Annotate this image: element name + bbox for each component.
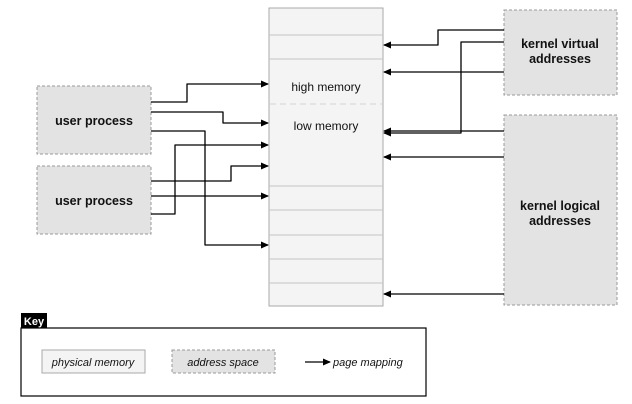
key-address-space-label: address space bbox=[187, 357, 259, 369]
key-title: Key bbox=[24, 316, 45, 328]
low-memory-label: low memory bbox=[294, 119, 359, 133]
user-process-1: user process bbox=[36, 85, 152, 155]
mapping-arrow bbox=[151, 130, 269, 249]
user-process-2-label: user process bbox=[55, 194, 133, 208]
mapping-arrow bbox=[383, 29, 504, 49]
mapping-arrow bbox=[151, 111, 269, 127]
mapping-arrow bbox=[383, 41, 504, 137]
key-address-space-swatch bbox=[171, 349, 276, 374]
user-process-1-label: user process bbox=[55, 114, 133, 128]
kernel-logical-label-line2: addresses bbox=[529, 214, 591, 228]
kernel-logical-label-line1: kernel logical bbox=[520, 199, 600, 213]
kernel-virtual-label-line2: addresses bbox=[529, 52, 591, 66]
key-page-mapping-label: page mapping bbox=[332, 357, 404, 369]
kernel-virtual-label-line1: kernel virtual bbox=[521, 37, 599, 51]
user-process-2: user process bbox=[36, 165, 152, 235]
physical-memory-column: high memory low memory bbox=[268, 7, 384, 307]
mapping-arrow bbox=[151, 162, 269, 182]
page-mapping-arrows bbox=[151, 29, 504, 298]
key-legend: Key physical memory address space page m… bbox=[20, 313, 427, 397]
high-memory-label: high memory bbox=[291, 80, 360, 94]
mapping-arrow bbox=[151, 141, 269, 215]
kernel-logical-addresses: kernel logical addresses bbox=[503, 114, 618, 306]
key-physical-memory-swatch bbox=[41, 349, 146, 374]
kernel-virtual-addresses: kernel virtual addresses bbox=[503, 9, 618, 96]
mapping-arrow bbox=[151, 80, 269, 103]
key-physical-memory-label: physical memory bbox=[51, 357, 136, 369]
